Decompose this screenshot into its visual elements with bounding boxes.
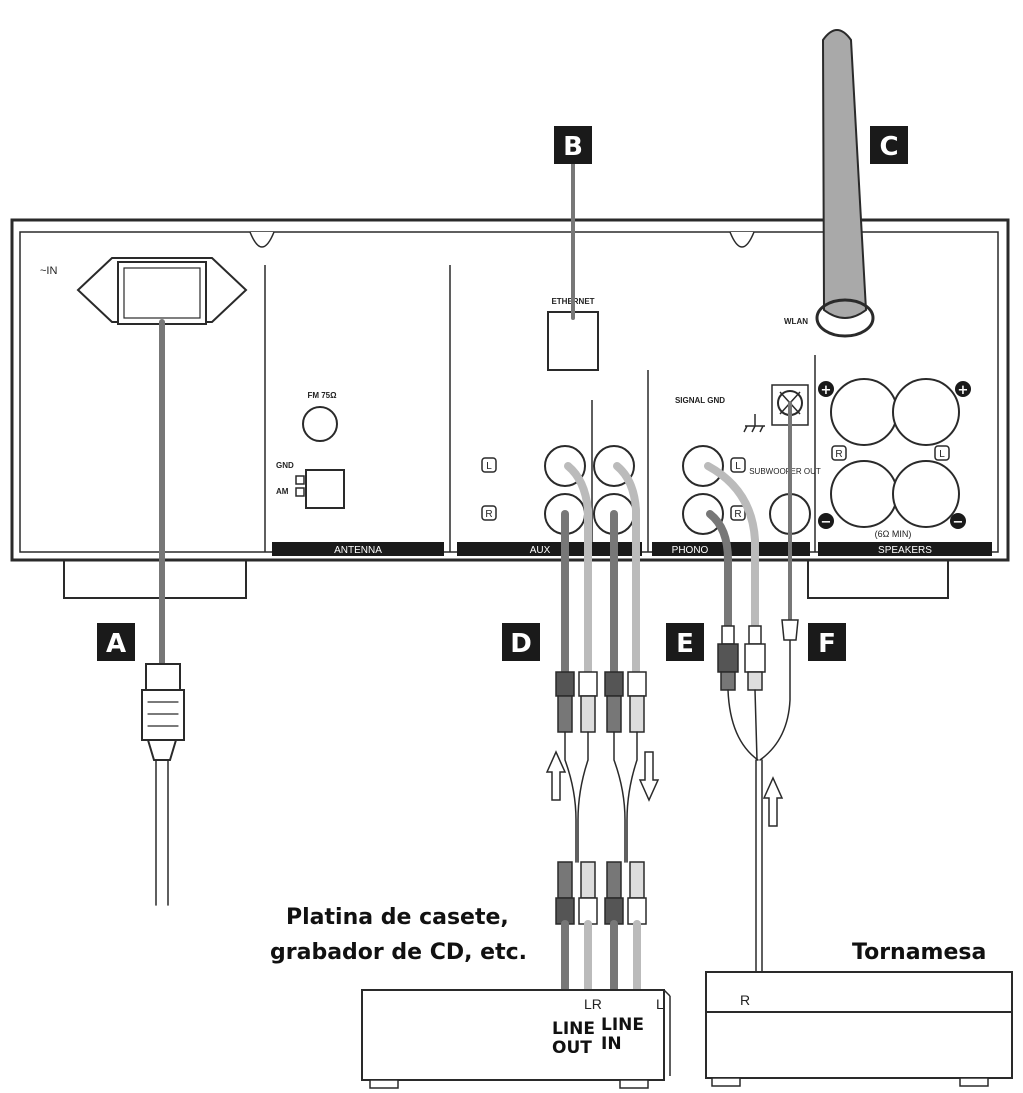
am-label: AM	[276, 487, 289, 496]
line-out-label-2: OUT	[552, 1038, 592, 1058]
wlan-label: WLAN	[784, 317, 808, 326]
gnd-label: GND	[276, 461, 294, 470]
badge-c: C	[870, 126, 908, 164]
section-aux: AUX	[530, 545, 551, 556]
am-terminal	[305, 469, 345, 509]
badge-e-label: E	[676, 629, 694, 659]
power-in-label: ~IN	[40, 265, 57, 277]
speaker-r-mark: R	[835, 449, 842, 460]
turntable-caption: Tornamesa	[852, 940, 987, 965]
subwoofer-label: SUBWOOFER OUT	[749, 467, 821, 476]
badge-b-label: B	[563, 132, 583, 162]
rca-plugs-e	[717, 619, 799, 973]
badge-f-label: F	[818, 629, 836, 659]
line-out-label: LINE OUT	[552, 1020, 595, 1058]
badge-a-label: A	[106, 629, 126, 659]
power-plug	[141, 663, 185, 906]
section-speakers: SPEAKERS	[878, 545, 932, 556]
line-in-label-2: IN	[601, 1034, 622, 1054]
badge-f: F	[808, 623, 846, 661]
cassette-deck	[361, 989, 671, 1089]
ground-icon	[743, 414, 765, 433]
plus-icon	[818, 381, 834, 397]
deck-l-label: L	[656, 996, 664, 1012]
badge-c-label: C	[879, 132, 898, 162]
badge-b: B	[554, 126, 592, 164]
ethernet-port	[547, 311, 599, 371]
cables	[141, 158, 799, 994]
wlan-antenna	[815, 29, 875, 338]
badge-d: D	[502, 623, 540, 661]
aux-l-mark: L	[486, 461, 492, 472]
section-antenna: ANTENNA	[334, 545, 382, 556]
minus-icon	[818, 513, 834, 529]
phono-r-mark: R	[734, 509, 741, 520]
fm-jack	[302, 406, 338, 442]
signal-gnd-label: SIGNAL GND	[675, 396, 725, 405]
badge-d-label: D	[510, 629, 532, 659]
badge-a: A	[97, 623, 135, 661]
speaker-terminals: + + − − R L (6Ω MIN)	[818, 378, 971, 539]
line-in-label-1: LINE	[601, 1015, 644, 1035]
badge-e: E	[666, 623, 704, 661]
fm-label: FM 75Ω	[307, 391, 337, 400]
deck-caption-line1: Platina de casete,	[286, 905, 509, 930]
minus-icon	[950, 513, 966, 529]
phono-l-mark: L	[735, 461, 741, 472]
arrow-down-icon	[638, 751, 660, 802]
receiver-body	[10, 218, 1010, 562]
line-out-label-1: LINE	[552, 1019, 595, 1039]
arrow-up-icon	[545, 750, 567, 801]
arrow-up-icon	[762, 776, 784, 827]
deck-caption-line2: grabador de CD, etc.	[270, 940, 527, 965]
speaker-l-mark: L	[939, 449, 945, 460]
turntable-r-label: R	[740, 992, 751, 1008]
deck-lr-label: LR	[584, 996, 602, 1012]
ohm-label: (6Ω MIN)	[875, 529, 912, 539]
receiver-foot-left	[63, 559, 247, 599]
svg-text:+: +	[821, 383, 832, 398]
aux-r-mark: R	[485, 509, 492, 520]
turntable	[705, 971, 1013, 1087]
svg-text:−: −	[953, 515, 964, 530]
receiver-foot-right	[807, 559, 949, 599]
svg-text:−: −	[821, 515, 832, 530]
rca-plugs-d	[555, 671, 647, 925]
svg-text:+: +	[958, 383, 969, 398]
plus-icon	[955, 381, 971, 397]
section-phono: PHONO	[672, 545, 709, 556]
receiver-rear-panel: ANTENNA AUX PHONO SPEAKERS ~IN ETHERNET …	[10, 218, 1010, 599]
line-in-label: LINE IN	[601, 1016, 644, 1054]
